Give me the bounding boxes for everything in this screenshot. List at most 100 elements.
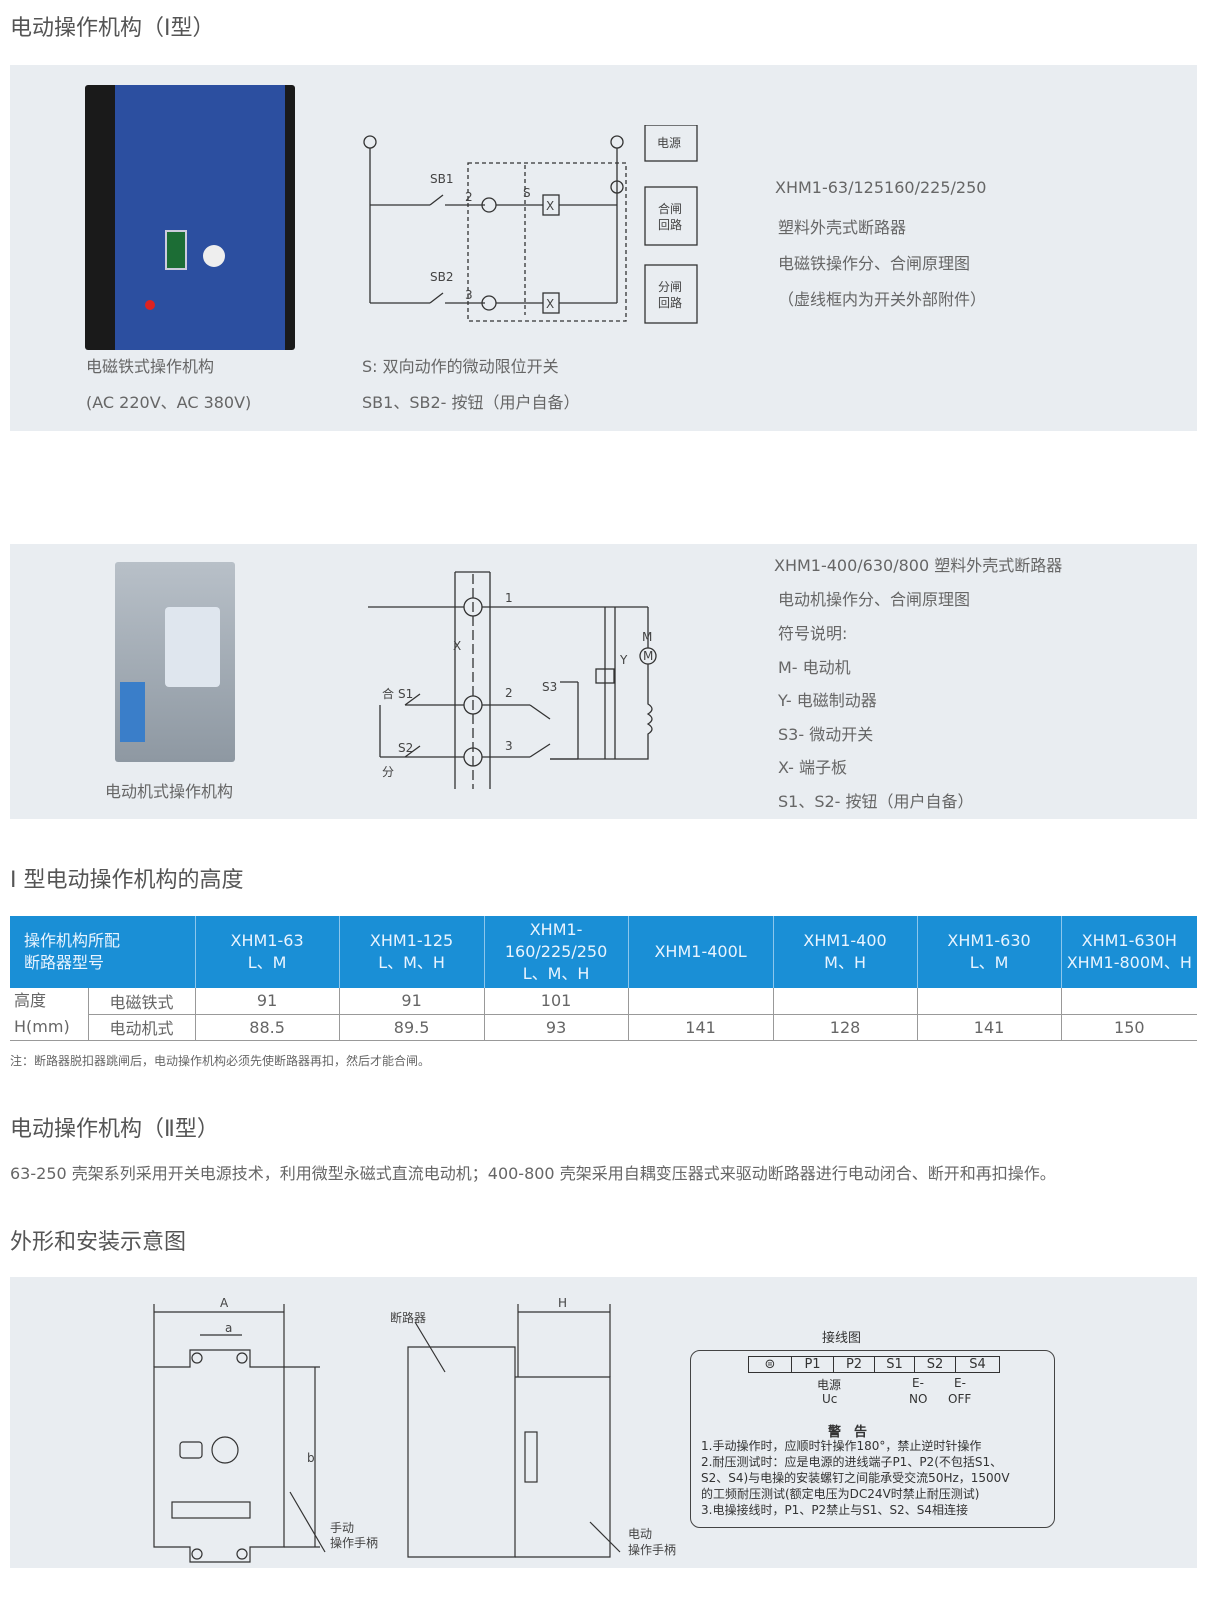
- wiring-no: NO: [909, 1392, 928, 1406]
- cell: [773, 988, 918, 1015]
- cell: 88.5: [195, 1014, 340, 1042]
- cell: 89.5: [339, 1014, 485, 1042]
- desc-line: 电磁铁操作分、合闸原理图: [778, 254, 971, 273]
- cell: 141: [628, 1014, 774, 1042]
- terminal: S2: [915, 1357, 956, 1372]
- warning-line: 3.电操接线时，P1、P2禁止与S1、S2、S4相连接: [701, 1503, 968, 1517]
- terminal: S4: [969, 1357, 986, 1372]
- label-3: 3: [465, 288, 473, 302]
- cell: 128: [773, 1014, 918, 1042]
- wiring-e2: E-: [954, 1376, 966, 1390]
- legend-sb: SB1、SB2- 按钮（用户自备）: [362, 393, 580, 412]
- label-2: 2: [505, 686, 513, 700]
- photo-caption: 电动机式操作机构: [105, 782, 234, 801]
- terminal: S1: [875, 1357, 915, 1372]
- label-manual: 手动: [330, 1521, 354, 1535]
- label-close-loop: 回路: [658, 217, 682, 232]
- label-open-loop: 回路: [658, 295, 682, 310]
- label-fen: 分: [382, 765, 394, 779]
- cell: 141: [917, 1014, 1062, 1042]
- cell: 93: [484, 1014, 629, 1042]
- desc-line: X- 端子板: [778, 758, 848, 777]
- label-electric: 电动: [628, 1527, 652, 1541]
- label-s3: S3: [542, 680, 557, 694]
- desc-line: 符号说明:: [778, 624, 848, 643]
- desc-model: XHM1-63/125160/225/250: [775, 178, 987, 197]
- section-title-type1: 电动操作机构（Ⅰ型）: [10, 16, 215, 41]
- label-2: 2: [465, 190, 473, 204]
- label-y: Y: [619, 653, 628, 667]
- desc-line: M- 电动机: [778, 658, 851, 677]
- wiring-power: 电源: [817, 1378, 842, 1392]
- type1-circuit-diagram: SB1 SB2 2 3 S X X 电源 合闸 回路 分闸 回路: [363, 125, 698, 324]
- outline-panel: A a b H 断路器 手动 操作手柄 电动 操作手柄 接线图 ⊜ P1 P2 …: [10, 1277, 1197, 1568]
- label-close: 合闸: [658, 201, 682, 216]
- desc-line: S3- 微动开关: [778, 725, 874, 744]
- motor-panel: 电动机式操作机构 1 2 3 X 合 S1 S2 分 S3 Y: [10, 544, 1197, 819]
- warning-text: 1.手动操作时，应顺时针操作180°，禁止逆时针操作 2.耐压测试时：应是电源的…: [701, 1438, 1010, 1518]
- table-note: 注：断路器脱扣器跳闸后，电动操作机构必须先使断路器再扣，然后才能合闸。: [10, 1054, 431, 1068]
- desc-model: XHM1-400/630/800 塑料外壳式断路器: [774, 556, 1063, 575]
- terminal: P2: [834, 1357, 875, 1372]
- label-sb2: SB2: [430, 270, 453, 284]
- label-open: 分闸: [658, 280, 682, 294]
- type1-panel: 电磁铁式操作机构 (AC 220V、AC 380V) SB1 SB2 2 3 S…: [10, 65, 1197, 431]
- label-s: S: [523, 186, 531, 200]
- label-x2: X: [546, 297, 554, 311]
- warning-title: 警 告: [828, 1425, 868, 1440]
- cell: [628, 988, 774, 1015]
- cell: [1061, 988, 1197, 1015]
- warning-line: 2.耐压测试时：应是电源的进线端子P1、P2(不包括S1、: [701, 1455, 1003, 1469]
- wiring-label: ⊜ P1 P2 S1 S2 S4 电源 Uc E- E- NO OFF 警 告 …: [690, 1350, 1055, 1528]
- wiring-e1: E-: [912, 1376, 924, 1390]
- dim-A: A: [220, 1296, 229, 1310]
- desc-line: 电动机操作分、合闸原理图: [778, 590, 971, 609]
- row-label: 电磁铁式: [88, 988, 196, 1015]
- motor-circuit-diagram: 1 2 3 X 合 S1 S2 分 S3 Y M M: [368, 571, 657, 789]
- legend-s: S: 双向动作的微动限位开关: [362, 357, 559, 376]
- label-3: 3: [505, 739, 513, 753]
- warning-line: 1.手动操作时，应顺时针操作180°，禁止逆时针操作: [701, 1439, 982, 1453]
- label-power: 电源: [657, 136, 681, 150]
- wiring-uc: Uc: [822, 1392, 838, 1406]
- warning-line: 的工频耐压测试(额定电压为DC24V时禁止耐压测试): [701, 1487, 980, 1501]
- photo-caption: 电磁铁式操作机构: [86, 357, 215, 376]
- desc-line: 塑料外壳式断路器: [778, 218, 907, 237]
- label-1: 1: [505, 591, 513, 605]
- cell: 91: [339, 988, 485, 1015]
- header-col: XHM1-400L: [628, 916, 774, 988]
- terminal-strip: ⊜ P1 P2 S1 S2 S4: [748, 1356, 1000, 1373]
- label-breaker: 断路器: [390, 1310, 426, 1325]
- photo-voltage: (AC 220V、AC 380V): [86, 393, 252, 412]
- wiring-title: 接线图: [822, 1331, 862, 1346]
- dim-b: b: [307, 1451, 315, 1465]
- header-model-label: 操作机构所配断路器型号: [10, 916, 196, 988]
- row-label: 电动机式: [88, 1014, 196, 1042]
- outline-drawing: A a b H 断路器 手动 操作手柄 电动 操作手柄: [153, 1296, 676, 1563]
- dim-H: H: [558, 1296, 567, 1310]
- type2-description: 63-250 壳架系列采用开关电源技术，利用微型永磁式直流电动机；400-800…: [10, 1164, 1056, 1183]
- wiring-off: OFF: [948, 1392, 972, 1406]
- warning-line: S2、S4)与电操的安装螺钉之间能承受交流50Hz，1500V: [701, 1471, 1010, 1485]
- terminal: P1: [792, 1357, 834, 1372]
- section-title-type2: 电动操作机构（Ⅱ型）: [10, 1117, 219, 1142]
- label-s2: S2: [398, 741, 413, 755]
- label-sb1: SB1: [430, 172, 453, 186]
- cell: 91: [195, 988, 340, 1015]
- desc-line: （虚线框内为开关外部附件）: [778, 290, 987, 309]
- label-he: 合: [382, 686, 394, 701]
- section-title-outline: 外形和安装示意图: [10, 1230, 187, 1255]
- desc-line: Y- 电磁制动器: [778, 691, 877, 710]
- table-title: I 型电动操作机构的高度: [10, 868, 244, 893]
- dim-a: a: [225, 1321, 232, 1335]
